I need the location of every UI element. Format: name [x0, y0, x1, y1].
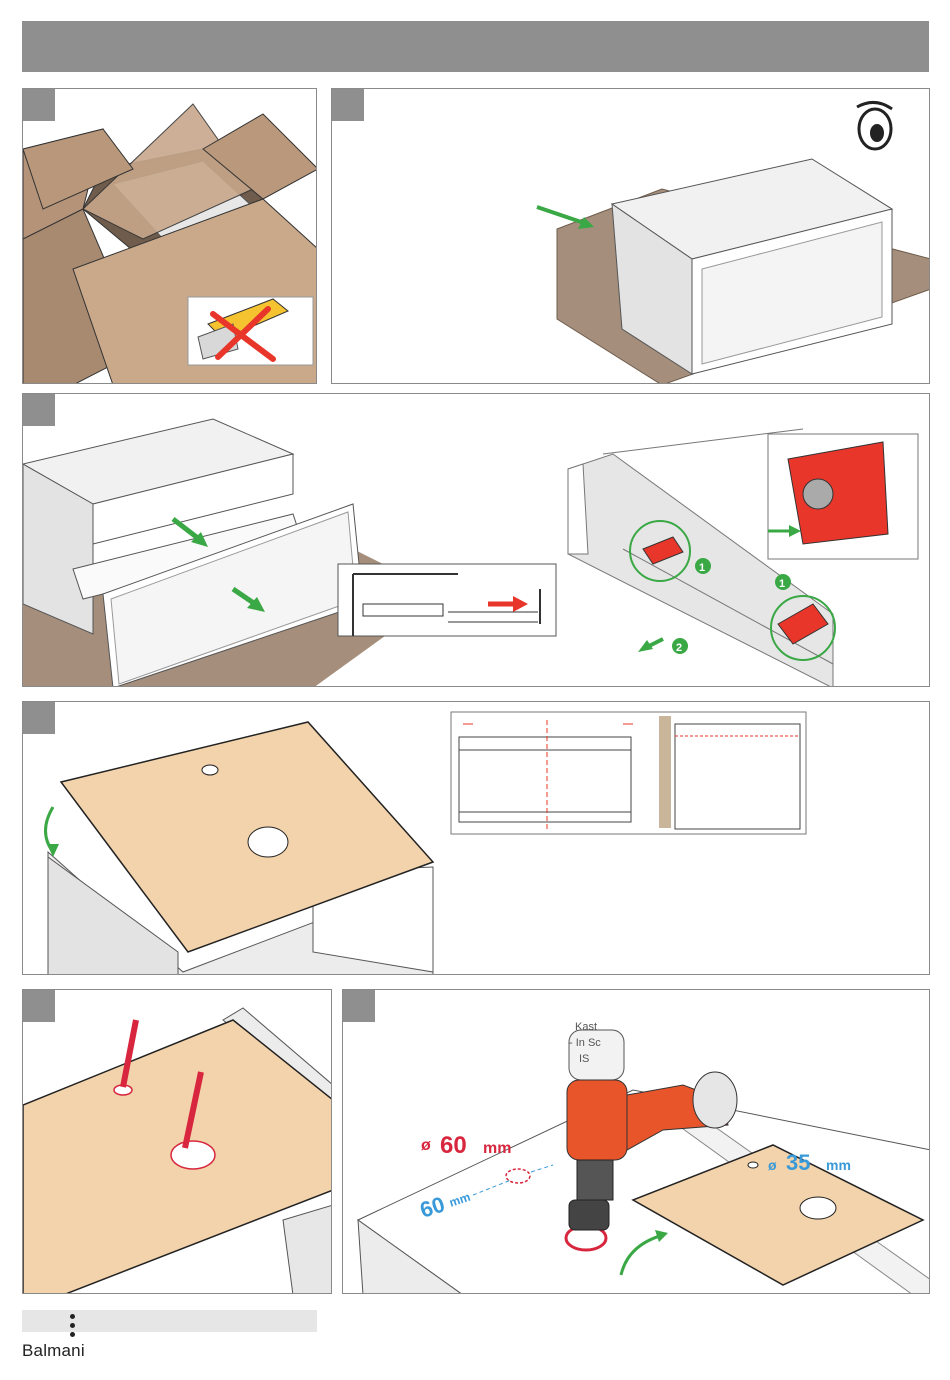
step-5-panel	[22, 989, 332, 1294]
alignment-diagram	[451, 712, 806, 834]
green-arrow-icon	[638, 640, 653, 652]
step-3-illustration: 1 2 1	[23, 394, 930, 687]
footer-bar	[22, 1310, 317, 1332]
dim-small-value: 35	[786, 1150, 810, 1175]
dim-large-symbol: ø	[421, 1137, 431, 1154]
drill-label-2: - In Sc	[569, 1037, 601, 1049]
step-6-illustration: Kast - In Sc IS ø 60 mm 60 mm ø 35 mm	[343, 990, 930, 1294]
dim-small-symbol: ø	[768, 1157, 777, 1173]
callout-2: 2	[676, 642, 682, 654]
step-5-illustration	[23, 990, 332, 1294]
dim-large-value: 60	[440, 1132, 467, 1159]
header-bar	[22, 21, 929, 72]
step-6-panel: Kast - In Sc IS ø 60 mm 60 mm ø 35 mm	[342, 989, 930, 1294]
step-1-illustration	[23, 89, 317, 384]
dim-60-diameter: ø 60 mm	[421, 1132, 511, 1159]
eye-icon	[857, 102, 892, 149]
step-4-illustration	[23, 702, 930, 975]
drill-body	[567, 1080, 627, 1160]
callout-1: 1	[699, 562, 705, 574]
dim-small-unit: mm	[826, 1157, 851, 1173]
step-3-panel: 1 2 1	[22, 393, 930, 687]
callout-1b: 1	[779, 578, 785, 590]
step-2-illustration	[332, 89, 930, 384]
step-1-panel	[22, 88, 317, 384]
step-4-panel	[22, 701, 930, 975]
step-2-panel	[331, 88, 930, 384]
dim-large-unit: mm	[483, 1140, 511, 1157]
drill-label-1: Kast	[575, 1021, 597, 1033]
brand-logo: Balmani	[22, 1341, 85, 1361]
drill-label-3: IS	[579, 1053, 589, 1065]
